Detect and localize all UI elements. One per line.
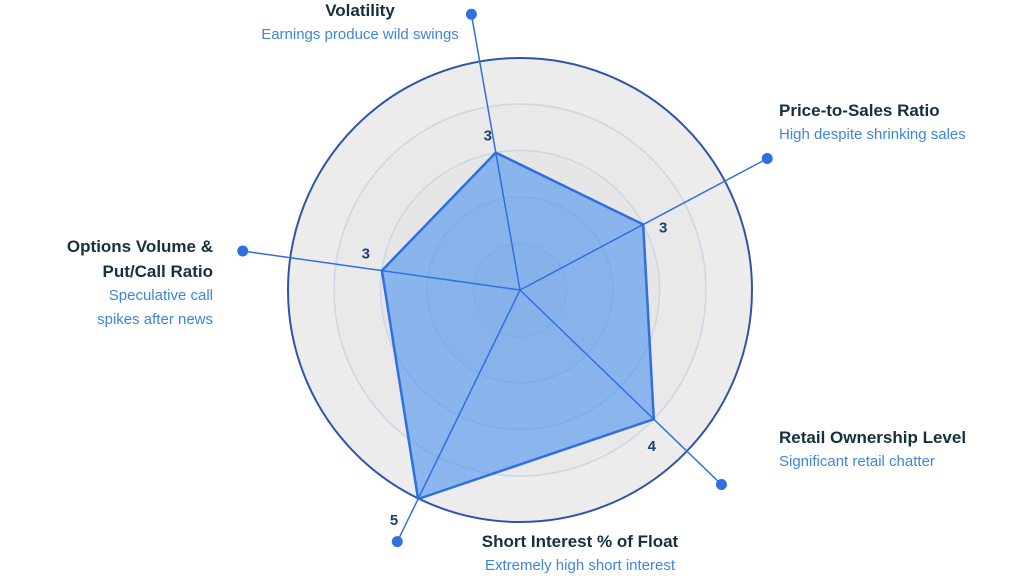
axis-title-4: Short Interest % of Float (482, 532, 679, 551)
value-label-2: 3 (659, 220, 667, 237)
spoke-end-dot-5 (237, 245, 249, 257)
spoke-inner-2 (519, 223, 644, 291)
data-polygon (380, 151, 656, 501)
spoke-end-dot-1 (465, 8, 477, 20)
spoke-inner-3 (519, 289, 655, 420)
axis-description-2: High despite shrinking sales (779, 126, 966, 143)
spoke-inner-5 (381, 269, 521, 291)
spoke-inner-4 (417, 289, 521, 500)
spoke-inner-1 (495, 152, 521, 291)
axis-title-5: Options Volume & (67, 237, 213, 256)
axis-description-4: Extremely high short interest (485, 557, 676, 574)
axis-description-3: Significant retail chatter (779, 453, 935, 470)
value-label-4: 5 (390, 512, 398, 529)
axis-description-5: Speculative call (109, 287, 213, 304)
axis-title-5: Put/Call Ratio (102, 262, 213, 281)
spoke-end-dot-2 (761, 153, 773, 165)
spoke-end-dot-3 (715, 479, 727, 491)
axis-title-2: Price-to-Sales Ratio (779, 101, 940, 120)
spoke-end-dot-4 (391, 536, 403, 548)
axis-title-1: Volatility (325, 1, 395, 20)
axis-title-3: Retail Ownership Level (779, 428, 966, 447)
value-label-1: 3 (484, 128, 492, 145)
value-label-3: 4 (648, 438, 657, 455)
axis-description-1: Earnings produce wild swings (261, 26, 459, 43)
axis-description-5: spikes after news (97, 311, 213, 328)
value-label-5: 3 (362, 246, 370, 263)
